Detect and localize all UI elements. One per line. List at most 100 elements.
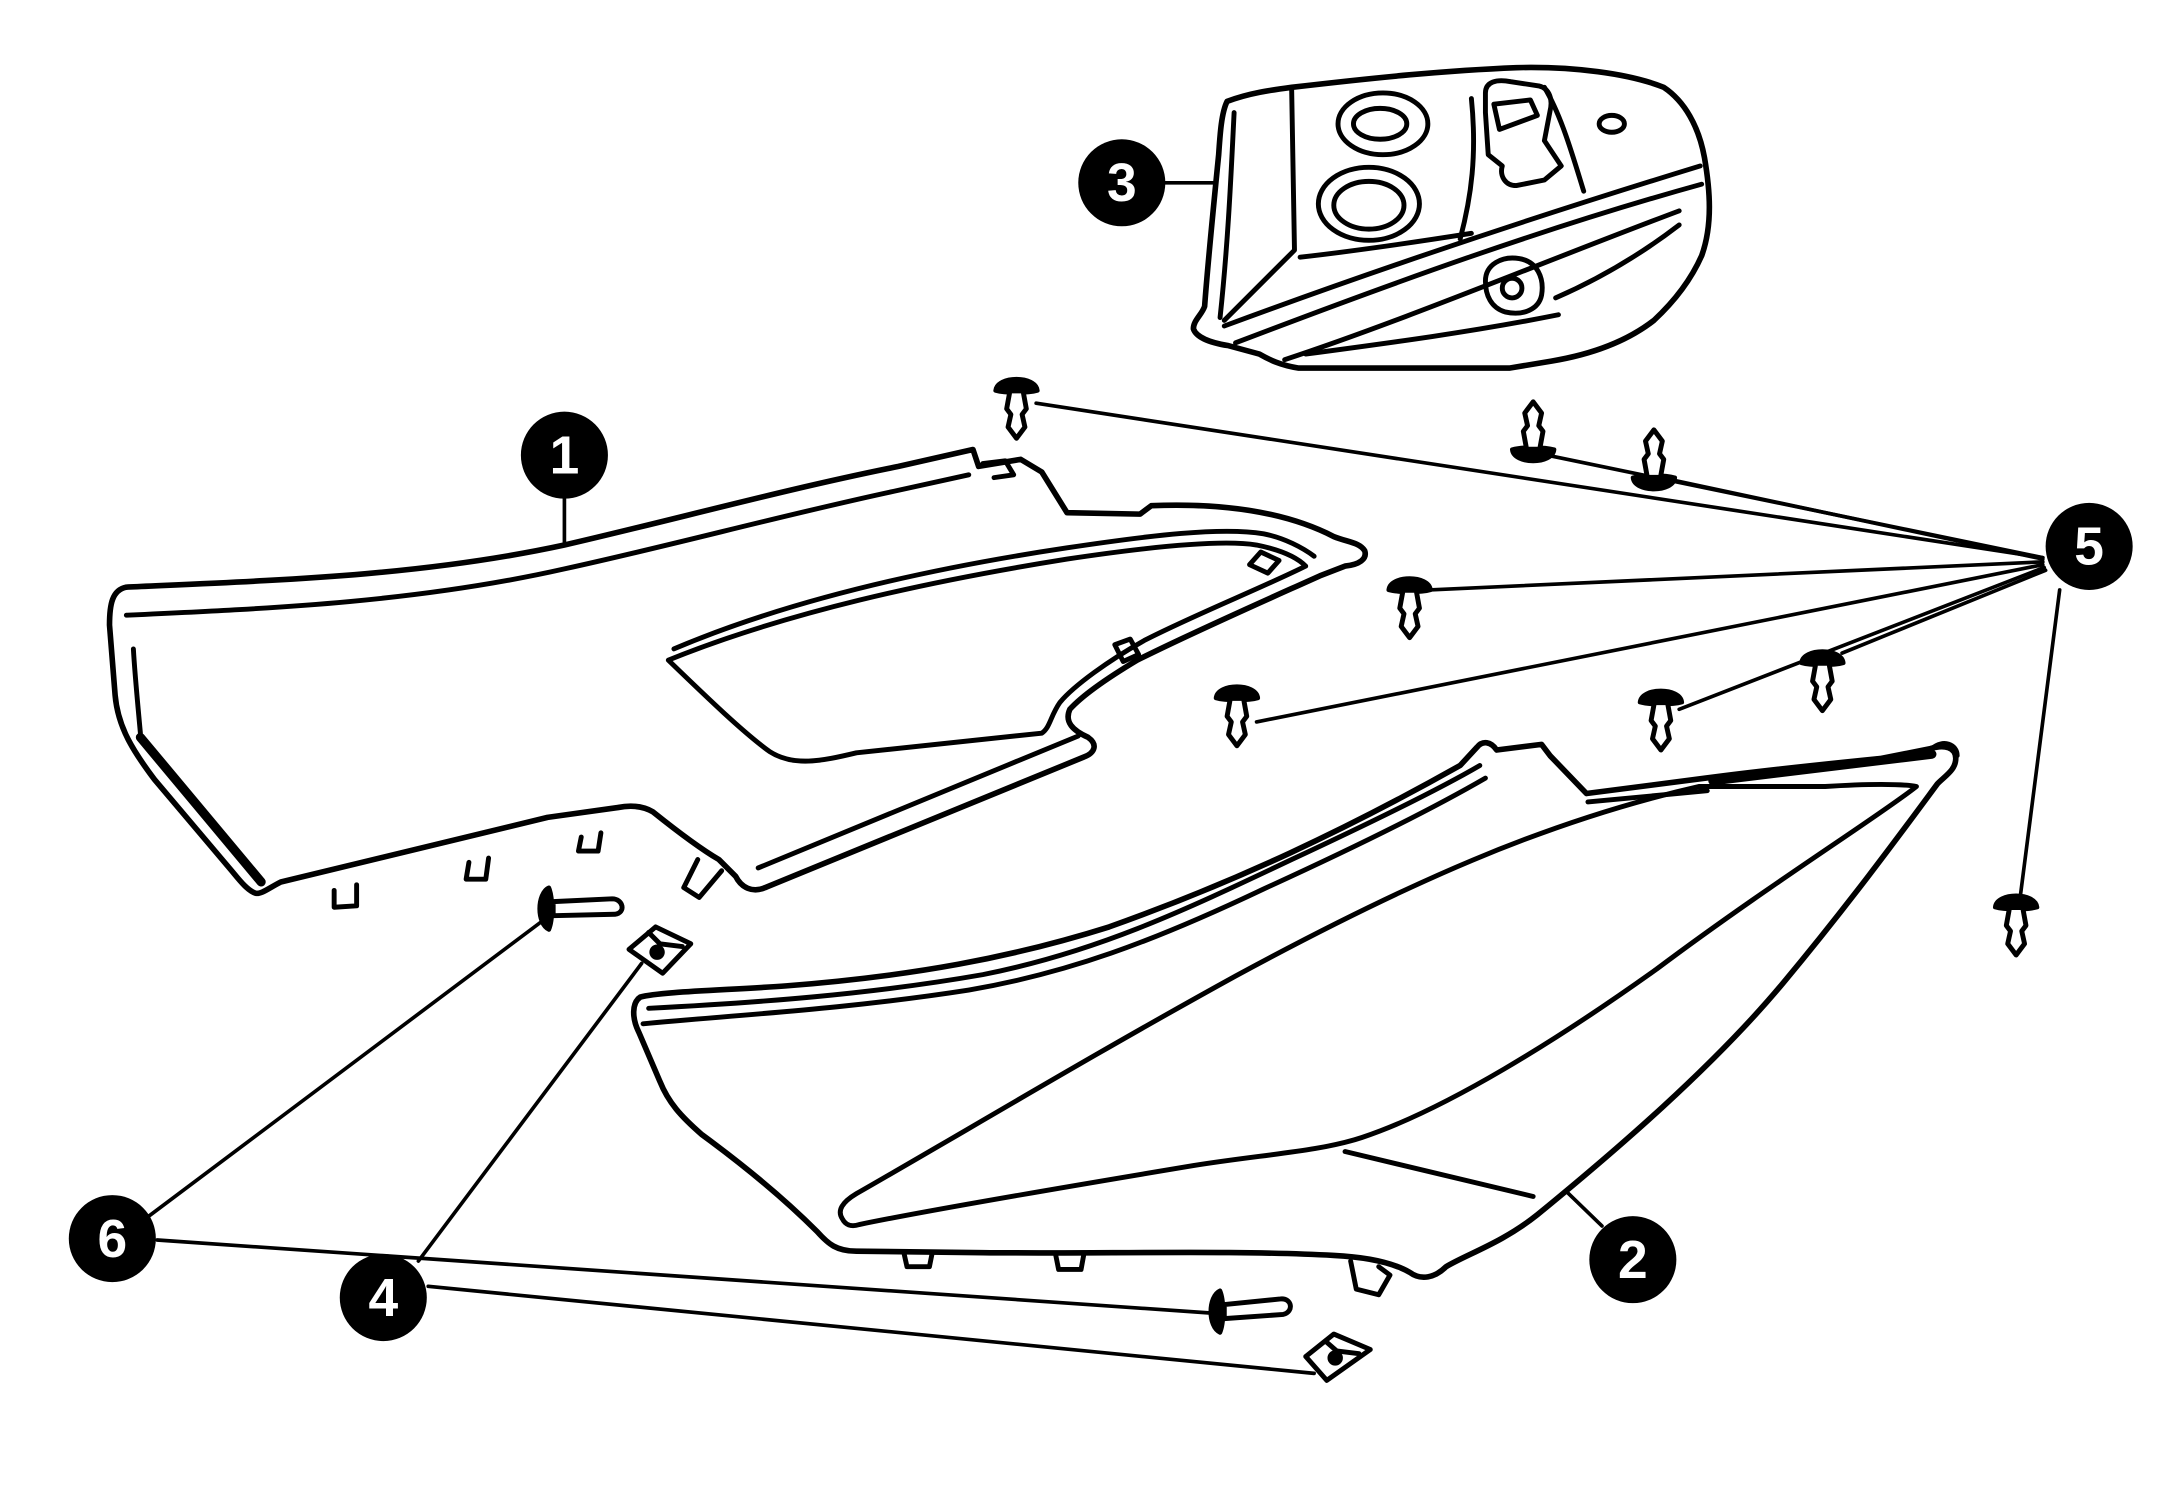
callout-5: 5 — [2045, 502, 2133, 590]
part-3-mount-boss-hole — [1499, 275, 1525, 301]
part-1-bottom-bracket — [681, 857, 725, 900]
part-2-bottom-bracket — [1348, 1258, 1393, 1298]
part-2-window — [837, 781, 1919, 1229]
screw-head — [1208, 1288, 1226, 1335]
rivet-head — [1386, 576, 1433, 595]
push-rivet-icon — [1630, 427, 1678, 492]
part-1-clip-tab-upper — [1247, 549, 1282, 576]
rivet-stem — [1641, 427, 1667, 478]
leader-5-to-rivet-a — [1034, 401, 2045, 560]
screw-shank — [550, 896, 625, 919]
rivet-head — [1637, 688, 1685, 707]
screw-icon — [1208, 1288, 1293, 1335]
rivet-stem — [1520, 399, 1546, 450]
callout-1: 1 — [520, 411, 608, 499]
part-3-stripe-middle — [1233, 181, 1705, 346]
part-1-bottom-tab-2 — [463, 855, 492, 882]
part-3-hole-lower-inner — [1331, 178, 1407, 232]
part-1-upper-side-panel — [106, 446, 1368, 910]
callout-3-label: 3 — [1107, 154, 1137, 213]
part-2-top-rim — [640, 775, 1488, 1027]
leader-4-to-nut-lower — [426, 1284, 1316, 1376]
rivet-head — [1992, 893, 2040, 912]
part-1-outline — [106, 446, 1368, 897]
leader-6-to-screw-lower — [155, 1238, 1213, 1315]
part-2-crease — [1342, 1149, 1536, 1199]
part-1-bottom-tab-3 — [575, 830, 604, 854]
part-3-outline — [1190, 64, 1713, 371]
push-rivet-icon — [1386, 576, 1433, 641]
callout-4-label: 4 — [368, 1269, 398, 1328]
rivet-stem — [2003, 907, 2029, 958]
push-rivet-icon — [1509, 399, 1557, 464]
part-1-window-rim — [671, 528, 1317, 652]
callout-3: 3 — [1078, 139, 1166, 227]
callout-4: 4 — [339, 1254, 427, 1342]
part-2-bottom-tab-2 — [1053, 1251, 1087, 1272]
callouts: 1 2 3 4 5 6 — [68, 139, 2133, 1342]
part-1-top-tab — [980, 458, 1017, 481]
rivet-stem — [1224, 698, 1250, 749]
part-1-bottom-tab-1 — [331, 882, 360, 910]
clip-nut-icon — [1303, 1331, 1373, 1383]
rivet-stem — [1397, 590, 1422, 641]
clip-nut-tab — [646, 930, 685, 950]
part-2-bottom-tab-1 — [901, 1250, 935, 1270]
part-3-bottom-band — [1303, 312, 1561, 357]
part-3-hole-upper — [1335, 90, 1431, 158]
screws — [537, 885, 1293, 1335]
part-3-small-hole — [1596, 112, 1627, 135]
part-3-hole-upper-inner — [1350, 105, 1410, 142]
callout-3-badge — [1078, 139, 1166, 227]
callout-5-label: 5 — [2074, 518, 2104, 577]
callout-2-badge — [1589, 1216, 1677, 1304]
part-2-ledge-inner — [1585, 788, 1710, 805]
push-rivet-icon — [1213, 684, 1261, 749]
push-rivet-icon — [993, 377, 1040, 441]
leader-4-to-nut-upper — [416, 961, 644, 1263]
push-rivet-icon — [1992, 893, 2040, 958]
screw-shank — [1221, 1296, 1293, 1322]
callout-6-label: 6 — [97, 1210, 127, 1269]
part-3-seat-ledge — [1297, 230, 1474, 260]
part-1-window — [665, 540, 1309, 764]
callout-2-label: 2 — [1618, 1231, 1648, 1290]
push-rivet-icon — [1799, 649, 1846, 714]
callout-4-badge — [339, 1254, 427, 1342]
part-3-recess-rib — [1541, 84, 1587, 194]
part-1-top-rim — [123, 472, 972, 618]
callout-1-badge — [520, 411, 608, 499]
part-3-recess-side — [1457, 96, 1477, 242]
part-3-lower-right-crease — [1553, 222, 1682, 301]
push-rivet-icon — [1637, 688, 1685, 753]
clip-nut-icon — [626, 924, 694, 976]
leader-5-to-rivet-f — [1677, 565, 2047, 712]
part-1-lower-rim — [755, 733, 1081, 871]
part-3-stripe-lower — [1282, 208, 1682, 363]
clip-nut-hole — [1327, 1350, 1343, 1366]
screw-head — [537, 885, 555, 932]
screw-icon — [537, 885, 625, 932]
leader-6-to-screw-upper — [146, 919, 544, 1218]
part-2-rear-ledge — [1708, 749, 1937, 786]
part-3-stripe-upper — [1221, 163, 1703, 329]
part-3-recess-inner — [1491, 97, 1540, 132]
part-1-front-inner-edge — [130, 646, 143, 736]
part-3-hole-lower — [1315, 164, 1422, 243]
clip-nuts — [626, 924, 1373, 1383]
callout-1-label: 1 — [550, 426, 580, 485]
part-1-front-edge — [135, 732, 266, 887]
clip-nut-hole — [649, 944, 665, 960]
rivet-stem — [1648, 702, 1674, 753]
callout-6: 6 — [68, 1195, 156, 1283]
rivet-stem — [1810, 663, 1835, 714]
part-3-inner-left-edge — [1217, 110, 1237, 321]
leader-5-to-rivet-h — [2018, 588, 2062, 898]
push-rivets — [993, 377, 2040, 958]
callout-5-badge — [2045, 502, 2133, 590]
part-2-lower-side-panel — [630, 739, 1960, 1298]
leader-5-to-rivet-e — [1254, 562, 2045, 724]
callout-6-badge — [68, 1195, 156, 1283]
rivet-head — [1630, 473, 1678, 492]
